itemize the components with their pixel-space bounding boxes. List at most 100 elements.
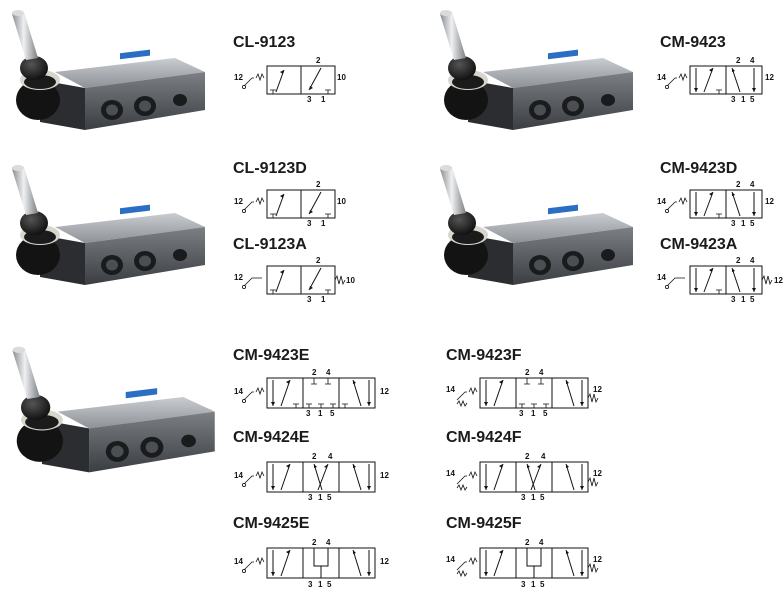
port-label: 3 bbox=[308, 493, 313, 502]
port-label: 2 bbox=[736, 56, 741, 65]
port-label: 14 bbox=[234, 557, 243, 566]
spring-return-icon bbox=[456, 399, 468, 408]
flow-line bbox=[732, 268, 735, 272]
product-photo-cl-9123 bbox=[0, 10, 210, 150]
valve-position-box bbox=[551, 461, 589, 493]
valve-position-box bbox=[300, 65, 336, 95]
port-label: 14 bbox=[446, 385, 455, 394]
flow-line bbox=[484, 486, 488, 490]
flow-line bbox=[352, 379, 362, 407]
flow-line bbox=[731, 191, 741, 217]
valve-position-box bbox=[725, 189, 763, 219]
port-label: 2 bbox=[736, 180, 741, 189]
valve-position-box bbox=[551, 547, 589, 579]
port-label: 12 bbox=[380, 471, 389, 480]
spring-return-icon bbox=[587, 476, 599, 488]
port-label: 1 bbox=[741, 95, 746, 104]
port-label: 12 bbox=[380, 557, 389, 566]
port-label: 12 bbox=[593, 385, 602, 394]
lever-actuator-icon bbox=[243, 72, 265, 87]
port-label: 3 bbox=[731, 295, 736, 304]
model-title-cm-9423e: CM-9423E bbox=[233, 347, 310, 364]
product-photo-cm-9423e bbox=[0, 345, 220, 495]
port-label: 12 bbox=[774, 276, 783, 285]
port-label: 12 bbox=[765, 197, 774, 206]
lever-actuator-icon bbox=[666, 277, 685, 287]
valve-position-box bbox=[725, 65, 763, 95]
port-label: 1 bbox=[531, 493, 536, 502]
flow-line bbox=[308, 67, 322, 91]
flow-line bbox=[580, 402, 584, 406]
model-title-cl-9123a: CL-9123A bbox=[233, 236, 307, 253]
valve-symbol-cm-9423a: 14 2 4 3 1 5 12 bbox=[655, 256, 783, 304]
product-photo-cm-9423 bbox=[428, 10, 638, 150]
port-label: 5 bbox=[750, 219, 755, 228]
port-label: 2 bbox=[312, 538, 317, 547]
flow-line bbox=[565, 379, 575, 407]
model-title-cl-9123d: CL-9123D bbox=[233, 160, 307, 177]
flow-line bbox=[527, 464, 541, 468]
flow-line bbox=[709, 268, 713, 272]
model-title-cm-9425f: CM-9425F bbox=[446, 515, 522, 532]
port-label: 4 bbox=[539, 538, 544, 547]
port-label: 1 bbox=[741, 219, 746, 228]
port-label: 4 bbox=[541, 452, 546, 461]
flow-line bbox=[499, 380, 503, 384]
port-label: 1 bbox=[531, 409, 536, 418]
flow-line bbox=[493, 379, 504, 407]
port-label: 12 bbox=[765, 73, 774, 82]
port-label: 1 bbox=[321, 219, 326, 228]
valve-position-box bbox=[302, 377, 340, 409]
spring-return-icon bbox=[456, 483, 468, 492]
flow-line bbox=[664, 208, 669, 213]
port-label: 2 bbox=[316, 256, 321, 265]
flow-line bbox=[694, 88, 698, 92]
port-left-label: 12 bbox=[234, 73, 243, 82]
port-label: 5 bbox=[750, 95, 755, 104]
flow-line bbox=[309, 286, 313, 290]
flow-line bbox=[703, 67, 714, 93]
flow-line bbox=[566, 380, 569, 384]
flow-line bbox=[566, 550, 569, 554]
port-label: 14 bbox=[446, 555, 455, 564]
flow-line bbox=[286, 464, 290, 468]
lever-actuator-icon bbox=[456, 470, 478, 485]
port-label: 5 bbox=[750, 295, 755, 304]
model-title-cl-9123: CL-9123 bbox=[233, 34, 296, 51]
model-title-cm-9424f: CM-9424F bbox=[446, 429, 522, 446]
flow-line bbox=[271, 572, 275, 576]
flow-line bbox=[280, 70, 284, 74]
valve-position-box bbox=[338, 461, 376, 493]
flow-line bbox=[241, 568, 246, 573]
port-label: 1 bbox=[321, 295, 326, 304]
flow-line bbox=[484, 572, 488, 576]
flow-line bbox=[526, 548, 542, 578]
flow-line bbox=[565, 463, 575, 491]
port-label: 5 bbox=[543, 409, 548, 418]
flow-line bbox=[280, 463, 291, 491]
valve-symbol-cl-9123d: 12 2 3 1 10 bbox=[232, 180, 346, 228]
lever-actuator-icon bbox=[243, 386, 265, 401]
flow-line bbox=[499, 550, 503, 554]
port-label: 12 bbox=[234, 197, 243, 206]
flow-line bbox=[703, 267, 714, 293]
port-label: 5 bbox=[540, 493, 545, 502]
flow-line bbox=[709, 68, 713, 72]
flow-line bbox=[271, 402, 275, 406]
port-label: 4 bbox=[326, 538, 331, 547]
lever-actuator-icon bbox=[243, 556, 265, 571]
flow-line bbox=[526, 463, 542, 491]
flow-line bbox=[664, 284, 669, 289]
flow-line bbox=[241, 284, 246, 289]
lever-actuator-icon bbox=[456, 386, 478, 401]
port-label: 5 bbox=[540, 580, 545, 589]
port-label: 2 bbox=[312, 368, 317, 377]
flow-line bbox=[716, 213, 722, 218]
valve-symbol-cm-9425e: 14 2 4 3 1 5 12 bbox=[232, 538, 392, 589]
port-label: 3 bbox=[308, 580, 313, 589]
port-label: 14 bbox=[657, 197, 666, 206]
port-label: 3 bbox=[307, 295, 312, 304]
flow-line bbox=[580, 486, 584, 490]
flow-line bbox=[241, 482, 246, 487]
port-label: 5 bbox=[330, 409, 335, 418]
